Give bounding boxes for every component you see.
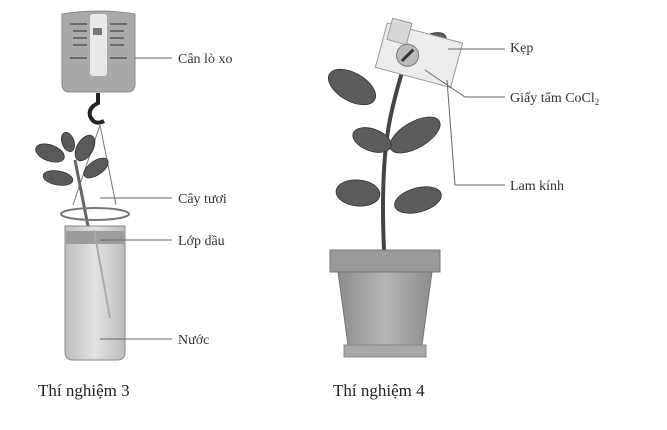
test-tube-icon <box>60 207 130 361</box>
label-clip: Kẹp <box>510 41 533 56</box>
caption-experiment-3: Thí nghiệm 3 <box>38 381 130 400</box>
label-glass-slide: Lam kính <box>510 179 564 194</box>
caption-experiment-4: Thí nghiệm 4 <box>333 381 425 400</box>
label-cocl2-paper: Giấy tẩm CoCl2 <box>510 91 599 107</box>
glass-slide-with-clip-icon <box>374 17 464 89</box>
experiment-3: Cân lò xo Cây tươi Lớp dầu Nước Thí nghi… <box>35 10 232 400</box>
spring-scale-icon <box>61 10 136 93</box>
label-water: Nước <box>178 333 209 348</box>
label-fresh-plant: Cây tươi <box>178 192 227 207</box>
experiment-4: Kẹp Giấy tẩm CoCl2 Lam kính Thí nghiệm 4 <box>328 17 599 400</box>
hook-icon <box>87 93 105 125</box>
leader-lines <box>100 57 172 340</box>
label-spring-scale: Cân lò xo <box>178 52 232 67</box>
label-oil-layer: Lớp dầu <box>178 234 225 249</box>
leader-lines <box>424 48 505 186</box>
